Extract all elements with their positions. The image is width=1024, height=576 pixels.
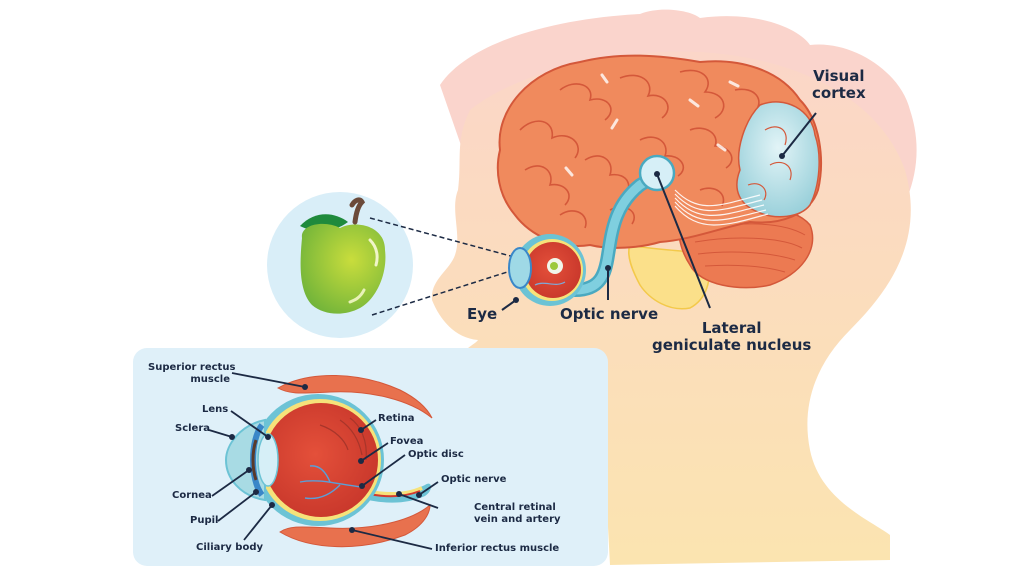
- main-eye: [508, 234, 586, 306]
- apple-icon: [300, 197, 386, 314]
- visual-cortex: [736, 101, 820, 218]
- label-line: vein and artery: [474, 513, 561, 525]
- optic-radiation: [674, 189, 769, 226]
- label-cornea: Cornea: [172, 490, 212, 501]
- label-fovea: Fovea: [390, 436, 424, 447]
- brain-highlights: [564, 73, 740, 177]
- label-line: muscle: [190, 373, 230, 385]
- label-eye: Eye: [467, 305, 498, 323]
- label-lateral-geniculate-nucleus: Lateral geniculate nucleus: [652, 319, 812, 355]
- label-optic-nerve: Optic nerve: [560, 305, 659, 323]
- main-leader-dots: [513, 153, 785, 303]
- label-line: Visual: [813, 67, 865, 85]
- label-line: Lateral: [701, 319, 762, 337]
- label-sclera: Sclera: [175, 423, 211, 434]
- inset-leader-lines: [208, 372, 439, 550]
- label-visual-cortex: Visual cortex: [812, 67, 866, 103]
- label-lens: Lens: [202, 404, 229, 415]
- label-line: cortex: [812, 84, 866, 103]
- label-central-retinal-vein-artery: Central retinal vein and artery: [474, 502, 561, 525]
- label-inferior-rectus-muscle: Inferior rectus muscle: [435, 543, 560, 554]
- label-line: Central retinal: [474, 502, 556, 513]
- label-optic-disc: Optic disc: [408, 449, 464, 460]
- label-line: Superior rectus: [148, 362, 236, 373]
- label-superior-rectus-muscle: Superior rectus muscle: [148, 362, 236, 385]
- cortex-folds: [747, 126, 792, 201]
- inset-eye-cross-section: [224, 375, 433, 548]
- label-pupil: Pupil: [190, 515, 219, 526]
- label-inset-optic-nerve: Optic nerve: [441, 474, 507, 485]
- brain-gyri: [519, 69, 760, 229]
- label-retina: Retina: [378, 413, 415, 424]
- sight-lines: [369, 217, 556, 316]
- label-line: geniculate nucleus: [652, 336, 812, 355]
- label-ciliary-body: Ciliary body: [196, 542, 264, 553]
- inset-leader-dots: [229, 384, 422, 533]
